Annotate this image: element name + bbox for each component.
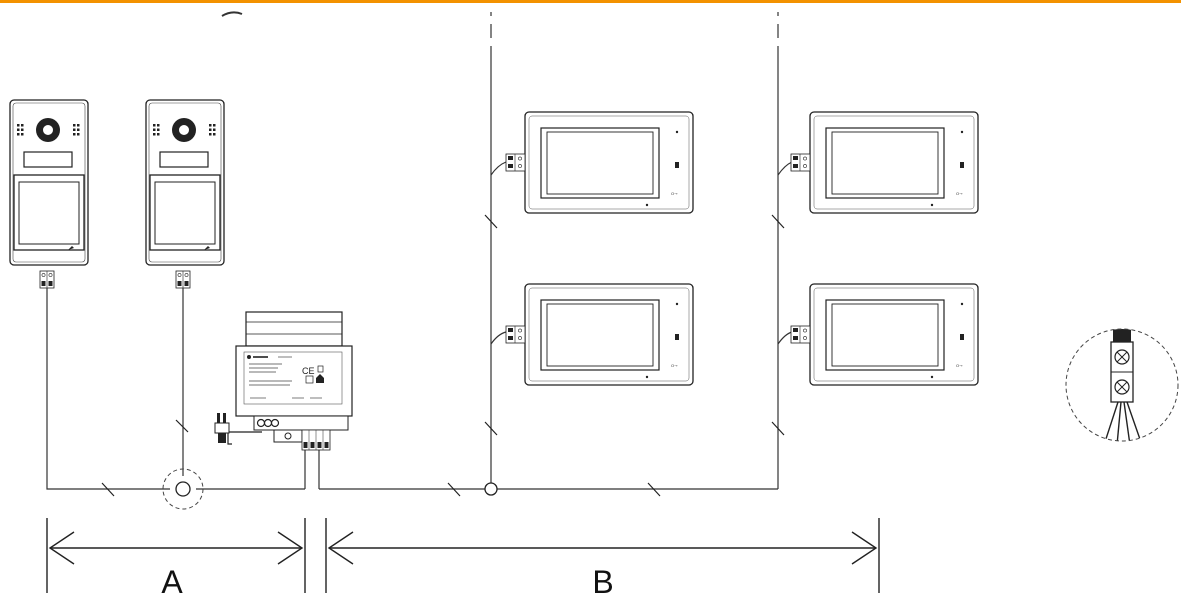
terminal-block bbox=[175, 270, 191, 289]
ce-mark-icon: CE bbox=[302, 366, 315, 376]
key-icon: O⊸ bbox=[671, 363, 678, 368]
outdoor-station bbox=[145, 99, 225, 266]
junction-node bbox=[162, 468, 204, 510]
bell-icon bbox=[317, 365, 324, 373]
dimension-b bbox=[325, 518, 880, 593]
indoor-monitor: O⊸ bbox=[524, 283, 694, 386]
dimension-label-b: B bbox=[592, 564, 613, 593]
bus-wiring bbox=[46, 12, 793, 490]
door-icon bbox=[960, 162, 964, 168]
door-icon bbox=[960, 334, 964, 340]
home-icon bbox=[316, 374, 324, 383]
terminal-block bbox=[790, 153, 811, 172]
junction-node bbox=[484, 482, 498, 496]
door-icon bbox=[675, 162, 679, 168]
indoor-monitor: O⊸ bbox=[524, 111, 694, 214]
wire-tick-marks bbox=[101, 214, 785, 497]
speaker-grille-icon bbox=[153, 124, 216, 136]
microphone-icon bbox=[204, 246, 210, 250]
dimension-label-a: A bbox=[161, 564, 183, 593]
microphone-icon bbox=[68, 246, 74, 250]
door-icon bbox=[675, 334, 679, 340]
name-plate bbox=[159, 151, 209, 168]
cable-terminal-detail bbox=[1065, 328, 1179, 442]
indoor-monitor: O⊸ bbox=[809, 111, 979, 214]
terminal-block bbox=[505, 153, 526, 172]
outdoor-station bbox=[9, 99, 89, 266]
terminal-block bbox=[39, 270, 55, 289]
key-icon: O⊸ bbox=[956, 191, 963, 196]
top-arc-fragment bbox=[221, 11, 243, 17]
key-icon: O⊸ bbox=[671, 191, 678, 196]
name-plate bbox=[23, 151, 73, 168]
terminal-block bbox=[790, 325, 811, 344]
plug-icon bbox=[214, 413, 262, 445]
speaker-grille-icon bbox=[17, 124, 80, 136]
terminal-block bbox=[505, 325, 526, 344]
indoor-monitor: O⊸ bbox=[809, 283, 979, 386]
key-icon: O⊸ bbox=[956, 363, 963, 368]
power-supply-din-rail: CE bbox=[235, 311, 353, 451]
accent-top-bar bbox=[0, 0, 1181, 3]
dimension-a bbox=[46, 518, 306, 593]
